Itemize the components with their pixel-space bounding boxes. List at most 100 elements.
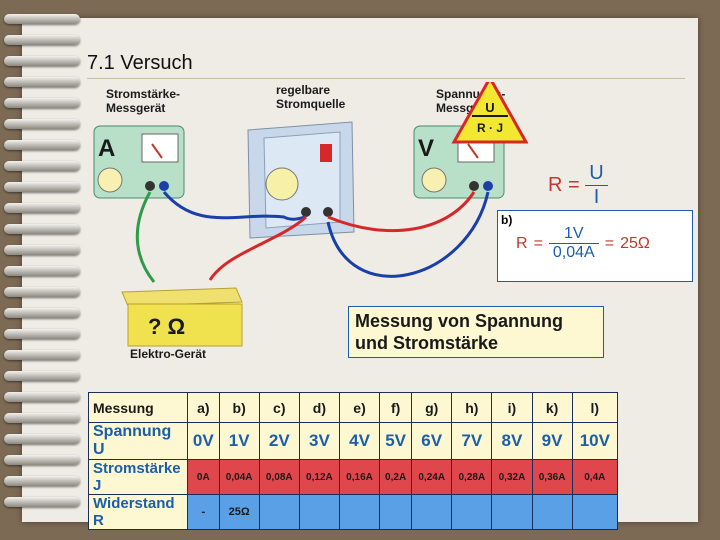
binding-ring [4, 203, 80, 213]
ammeter-label-2: Messgerät [106, 101, 165, 115]
table-cell: 0,08A [258, 459, 300, 495]
table-cell: 0,2A [379, 459, 413, 495]
uri-triangle: U R · J [451, 82, 528, 144]
table-cell: 7V [451, 422, 493, 460]
binding-ring [4, 329, 80, 339]
binding-ring [4, 35, 80, 45]
binding-ring [4, 140, 80, 150]
page-title: 7.1 Versuch [87, 52, 193, 74]
table-cell: 4V [338, 422, 381, 460]
table-cell: Stromstärke J [88, 459, 188, 495]
table-cell [411, 494, 453, 530]
table-cell: c) [258, 392, 300, 423]
binding-ring [4, 497, 80, 507]
formula1-lhs: R [548, 173, 563, 196]
table-cell [258, 494, 300, 530]
table-cell: 0,12A [298, 459, 340, 495]
table-cell [491, 494, 533, 530]
binding-ring [4, 266, 80, 276]
table-cell: 1V [218, 422, 260, 460]
table-cell: 2V [258, 422, 300, 460]
binding-ring [4, 371, 80, 381]
formula1-den: I [593, 186, 600, 208]
table-cell: 6V [411, 422, 453, 460]
source-label-1: regelbare [276, 83, 330, 97]
table-cell: 5V [379, 422, 413, 460]
table-cell [531, 494, 573, 530]
table-cell: 10V [571, 422, 619, 460]
binding-ring [4, 434, 80, 444]
table-cell: 0,4A [571, 459, 619, 495]
binding-ring [4, 14, 80, 24]
table-cell: h) [451, 392, 493, 423]
table-cell: 0,24A [411, 459, 453, 495]
table-cell [338, 494, 381, 530]
resistance-row: Widerstand R-25Ω [88, 494, 619, 530]
formula2-rhs: 25Ω [620, 234, 650, 252]
device-symbol: ? Ω [148, 314, 185, 339]
table-cell: Spannung U [88, 422, 188, 460]
table-cell [298, 494, 340, 530]
binding-ring [4, 287, 80, 297]
table-cell: i) [491, 392, 533, 423]
formula2-den: 0,04A [552, 244, 595, 261]
binding-ring [4, 392, 80, 402]
table-cell: k) [531, 392, 573, 423]
ammeter-label-1: Stromstärke- [106, 87, 180, 101]
table-cell: 0V [187, 422, 220, 460]
binding-ring [4, 308, 80, 318]
table-cell: 3V [298, 422, 340, 460]
formula2-num: 1V [548, 225, 599, 244]
binding-ring [4, 119, 80, 129]
table-cell: 0,32A [491, 459, 533, 495]
table-cell: f) [379, 392, 413, 423]
spiral-binding [0, 14, 80, 524]
table-cell: a) [187, 392, 220, 423]
table-cell: - [187, 494, 220, 530]
binding-ring [4, 182, 80, 192]
binding-ring [4, 413, 80, 423]
table-cell: 9V [531, 422, 573, 460]
ammeter: A [93, 125, 185, 199]
title-divider [87, 78, 685, 79]
measurement-title: Messung von Spannung und Stromstärke [348, 306, 604, 358]
source-label-2: Stromquelle [276, 97, 346, 111]
example-label: b) [501, 213, 513, 227]
power-source [247, 121, 355, 239]
table-cell: Widerstand R [88, 494, 188, 530]
table-cell: 0,28A [451, 459, 493, 495]
table-cell: 8V [491, 422, 533, 460]
table-cell: l) [571, 392, 619, 423]
binding-ring [4, 161, 80, 171]
device-label: Elektro-Gerät [130, 347, 206, 361]
binding-ring [4, 476, 80, 486]
binding-ring [4, 98, 80, 108]
table-cell: d) [298, 392, 340, 423]
binding-ring [4, 56, 80, 66]
table-cell: 0,36A [531, 459, 573, 495]
ammeter-symbol: A [98, 135, 115, 162]
triangle-top: U [485, 100, 494, 115]
table-cell: g) [411, 392, 453, 423]
table-cell: 0,16A [338, 459, 381, 495]
table-cell: 0,04A [218, 459, 260, 495]
table-cell: Messung [88, 392, 188, 423]
table-cell: e) [338, 392, 381, 423]
table-cell: b) [218, 392, 260, 423]
formula1-num: U [585, 162, 608, 186]
table-cell [571, 494, 619, 530]
binding-ring [4, 224, 80, 234]
table-cell [451, 494, 493, 530]
triangle-bottom: R · J [477, 121, 503, 135]
table-cell [379, 494, 413, 530]
circuit-diagram: Stromstärke- Messgerät regelbare Stromqu… [93, 82, 528, 361]
binding-ring [4, 350, 80, 360]
voltmeter-symbol: V [418, 135, 434, 162]
measurement-title-line-1: Messung von Spannung [355, 311, 564, 331]
